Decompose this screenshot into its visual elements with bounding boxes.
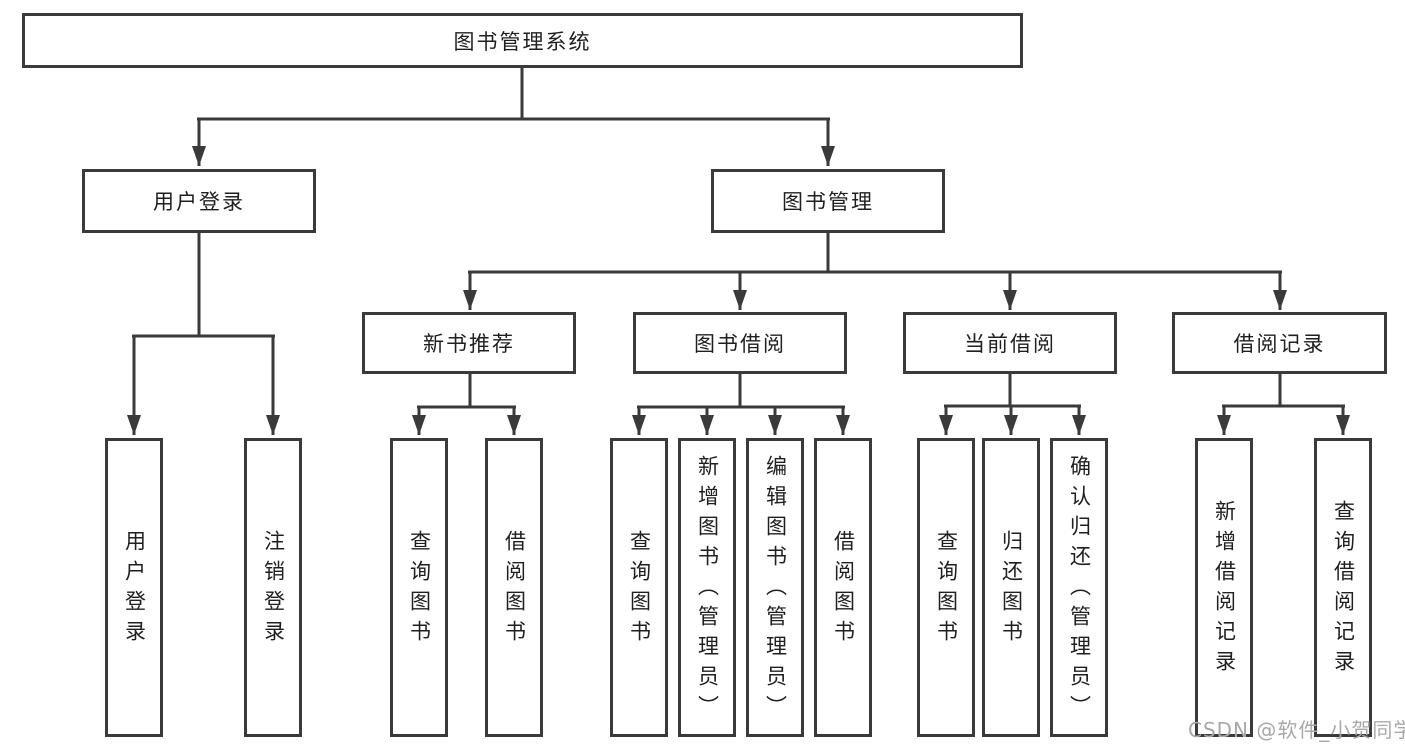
- csdn-watermark: CSDN @软件_小贺同学: [1188, 718, 1405, 742]
- node-leaf-query-books-current: 查询图书: [917, 438, 975, 737]
- node-leaf-return-books: 归还图书: [982, 438, 1040, 737]
- node-leaf-add-books-admin: 新增图书（管理员）: [678, 438, 736, 737]
- node-leaf-query-books-borrow: 查询图书: [610, 438, 668, 737]
- node-borrow-records: 借阅记录: [1172, 312, 1387, 374]
- node-library-management-system: 图书管理系统: [22, 13, 1023, 68]
- node-leaf-add-borrow-record: 新增借阅记录: [1195, 438, 1253, 737]
- node-user-login: 用户登录: [82, 169, 316, 233]
- node-leaf-borrow-books-recommend: 借阅图书: [485, 438, 543, 737]
- node-leaf-query-books-recommend: 查询图书: [390, 438, 448, 737]
- node-leaf-borrow-books: 借阅图书: [814, 438, 872, 737]
- node-leaf-edit-books-admin: 编辑图书（管理员）: [746, 438, 804, 737]
- node-new-book-recommend: 新书推荐: [362, 312, 576, 374]
- node-book-borrow: 图书借阅: [633, 312, 847, 374]
- node-leaf-logout: 注销登录: [244, 438, 302, 737]
- node-current-borrow: 当前借阅: [903, 312, 1117, 374]
- node-leaf-confirm-return-admin: 确认归还（管理员）: [1050, 438, 1108, 737]
- node-leaf-query-borrow-record: 查询借阅记录: [1314, 438, 1372, 737]
- node-leaf-user-login: 用户登录: [105, 438, 163, 737]
- node-book-management: 图书管理: [711, 169, 945, 233]
